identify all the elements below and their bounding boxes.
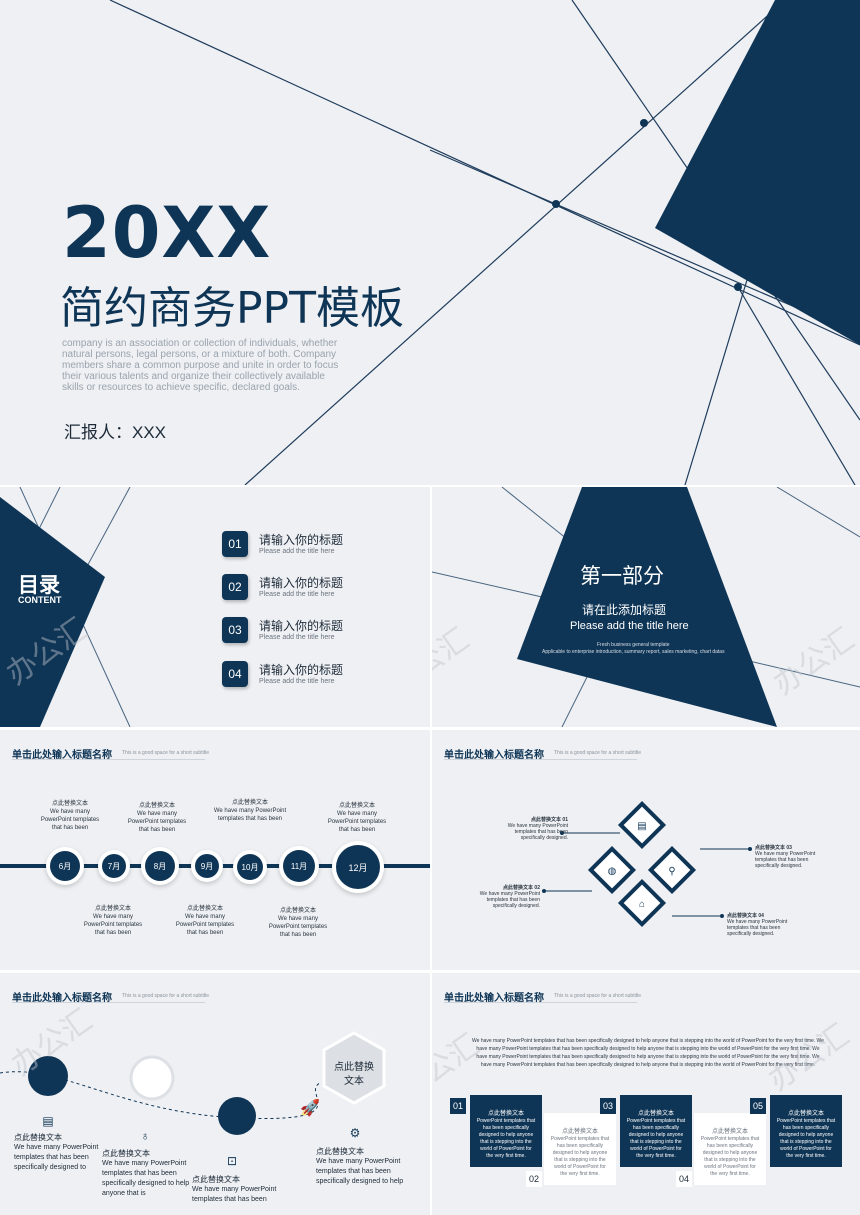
diamond-graphic: ▤ ◍ ⚲ ⌂ [542, 800, 752, 928]
contents-heading-en: CONTENT [18, 595, 62, 605]
section-subtitle: This is a good space for a short subtitl… [554, 750, 641, 756]
toc-number: 03 [222, 617, 248, 643]
globe-icon: ◍ [608, 866, 617, 877]
month-7: 7月 [102, 854, 126, 878]
section-subtitle: This is a good space for a short subtitl… [554, 993, 641, 999]
card-number-01: 01 [450, 1098, 466, 1114]
part-small-2: Applicable to enterprise introduction, s… [542, 649, 725, 655]
cover-description: company is an association or collection … [62, 338, 339, 393]
month-6: 6月 [50, 851, 80, 881]
toc-subtitle: Please add the title here [259, 677, 335, 685]
month-8: 8月 [145, 851, 175, 881]
toc-title: 请输入你的标题 [259, 662, 344, 677]
part-line-art [432, 487, 860, 727]
month-11: 11月 [283, 850, 315, 882]
card-number-03: 03 [600, 1098, 616, 1114]
gear-icon: ⚙ [350, 1126, 361, 1140]
contents-heading: 目录 [18, 574, 60, 597]
steps-graphic: 🚀 ▤ ♁ ⊡ ⚙ [0, 1031, 386, 1168]
toc-subtitle: Please add the title here [259, 590, 335, 598]
search-icon: ⚲ [668, 866, 675, 877]
section-title: 单击此处输入标题名称 [12, 750, 112, 761]
cover-year: 20XX [62, 192, 272, 274]
section-divider [444, 759, 637, 760]
contents-line-art [0, 487, 131, 727]
intro-text: We have many PowerPoint templates that h… [472, 1038, 824, 1068]
section-subtitle: This is a good space for a short subtitl… [122, 750, 209, 756]
slide-cover: 20XX 简约商务PPT模板 company is an association… [0, 0, 860, 485]
document-icon: ▤ [42, 1114, 53, 1128]
slide-diamond: 单击此处输入标题名称 This is a good space for a sh… [432, 730, 860, 970]
part-title-cn: 请在此添加标题 [582, 603, 667, 617]
card-number-04: 04 [676, 1171, 692, 1187]
hexagon-text: 点此替换文本 [334, 1062, 374, 1087]
toc-title: 请输入你的标题 [259, 532, 344, 547]
slide-timeline: 单击此处输入标题名称 This is a good space for a sh… [0, 730, 430, 970]
slide-steps: 单击此处输入标题名称 This is a good space for a sh… [0, 973, 430, 1215]
part-title-en: Please add the title here [570, 620, 689, 632]
section-divider [444, 1002, 637, 1003]
toc-number: 04 [222, 661, 248, 687]
section-divider [12, 1002, 205, 1003]
section-divider [12, 759, 205, 760]
contents-dark-shape [0, 497, 105, 727]
toc-subtitle: Please add the title here [259, 633, 335, 641]
toc-number: 02 [222, 574, 248, 600]
month-9: 9月 [195, 854, 219, 878]
inbox-icon: ⊡ [227, 1154, 237, 1168]
toc-subtitle: Please add the title here [259, 547, 335, 555]
section-title: 单击此处输入标题名称 [444, 993, 544, 1004]
month-10: 10月 [237, 854, 263, 880]
watermark: 办公汇 [762, 1017, 856, 1099]
section-title: 单击此处输入标题名称 [12, 993, 112, 1004]
section-title: 单击此处输入标题名称 [444, 750, 544, 761]
hexagon-shape [322, 1031, 386, 1105]
slide-cards: 单击此处输入标题名称 This is a good space for a sh… [432, 973, 860, 1215]
section-subtitle: This is a good space for a short subtitl… [122, 993, 209, 999]
toc-title: 请输入你的标题 [259, 575, 344, 590]
cover-title: 简约商务PPT模板 [60, 283, 404, 334]
slide-part-one: 第一部分 请在此添加标题 Please add the title here F… [432, 487, 860, 727]
cover-reporter: 汇报人：XXX [64, 423, 167, 442]
rocket-icon: 🚀 [300, 1098, 320, 1117]
part-label: 第一部分 [580, 565, 664, 588]
part-small-1: Fresh business general template [597, 642, 670, 648]
cover-dark-shape [655, 0, 860, 345]
part-dark-shape [517, 487, 777, 727]
month-12: 12月 [336, 845, 380, 889]
card-number-02: 02 [526, 1171, 542, 1187]
document-icon: ▤ [637, 821, 646, 832]
home-icon: ⌂ [639, 899, 645, 910]
toc-title: 请输入你的标题 [259, 618, 344, 633]
cover-line-art [109, 0, 860, 485]
lightbulb-icon: ♁ [141, 1129, 150, 1143]
toc-number: 01 [222, 531, 248, 557]
card-number-05: 05 [750, 1098, 766, 1114]
